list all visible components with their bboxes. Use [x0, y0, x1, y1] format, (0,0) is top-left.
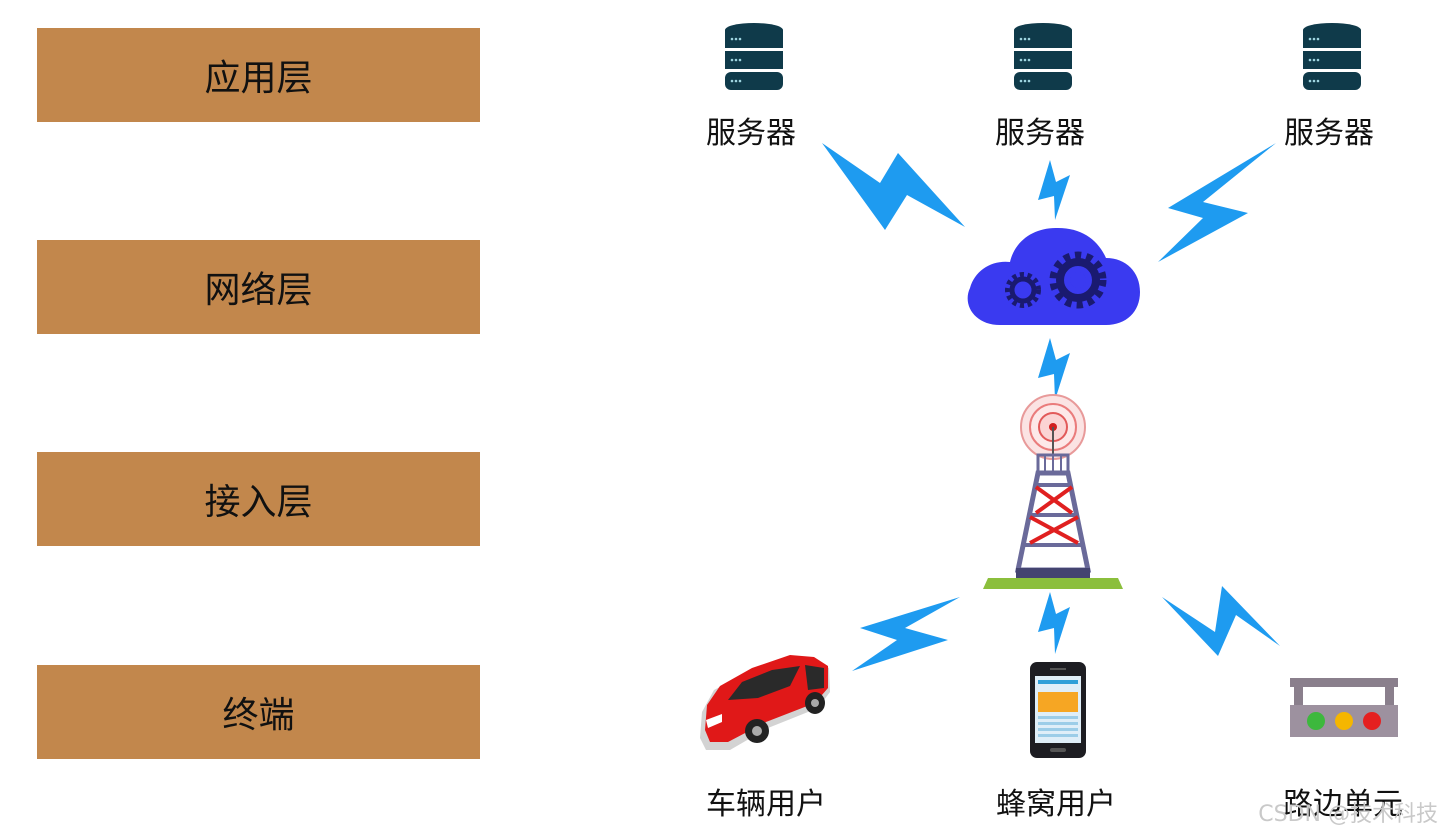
lightning-icon-server2-cloud [1038, 160, 1070, 220]
layer-terminal: 终端 [37, 665, 480, 759]
layer-application-label: 应用层 [204, 58, 313, 99]
cell-tower-icon [983, 394, 1123, 589]
cellular-user-label: 蜂窝用户 [996, 787, 1116, 822]
gear-icon-large [1049, 251, 1107, 309]
layer-terminal-label: 终端 [222, 695, 295, 736]
server-label-1: 服务器 [706, 116, 796, 151]
watermark: CSDN @技术科技 [1258, 802, 1438, 827]
layer-application: 应用层 [37, 28, 480, 122]
smartphone-icon [1030, 662, 1086, 758]
layer-access: 接入层 [37, 452, 480, 546]
lightning-icon-tower-car [852, 597, 960, 671]
vehicle-user-label: 车辆用户 [706, 787, 826, 822]
roadside-unit-label: 路边单元 [1283, 787, 1403, 822]
roadside-unit-icon [1290, 678, 1398, 737]
lightning-icon-server3-cloud [1158, 143, 1276, 262]
gear-icon-small [1005, 272, 1041, 308]
cloud-computing-icon [967, 227, 1140, 325]
layer-network-label: 网络层 [204, 270, 313, 311]
server-label-3: 服务器 [1284, 116, 1374, 151]
layer-access-label: 接入层 [204, 482, 313, 523]
lightning-icon-tower-phone [1038, 592, 1070, 654]
lightning-icon-server1-cloud [822, 143, 965, 230]
server-label-2: 服务器 [995, 116, 1085, 151]
lightning-icon-cloud-tower [1038, 338, 1070, 400]
server-icon-2 [1013, 22, 1073, 91]
car-icon [700, 655, 830, 750]
lightning-icon-tower-rsu [1162, 586, 1280, 656]
server-icon-3 [1302, 22, 1362, 91]
server-icon-1 [724, 22, 784, 91]
layer-network: 网络层 [37, 240, 480, 334]
